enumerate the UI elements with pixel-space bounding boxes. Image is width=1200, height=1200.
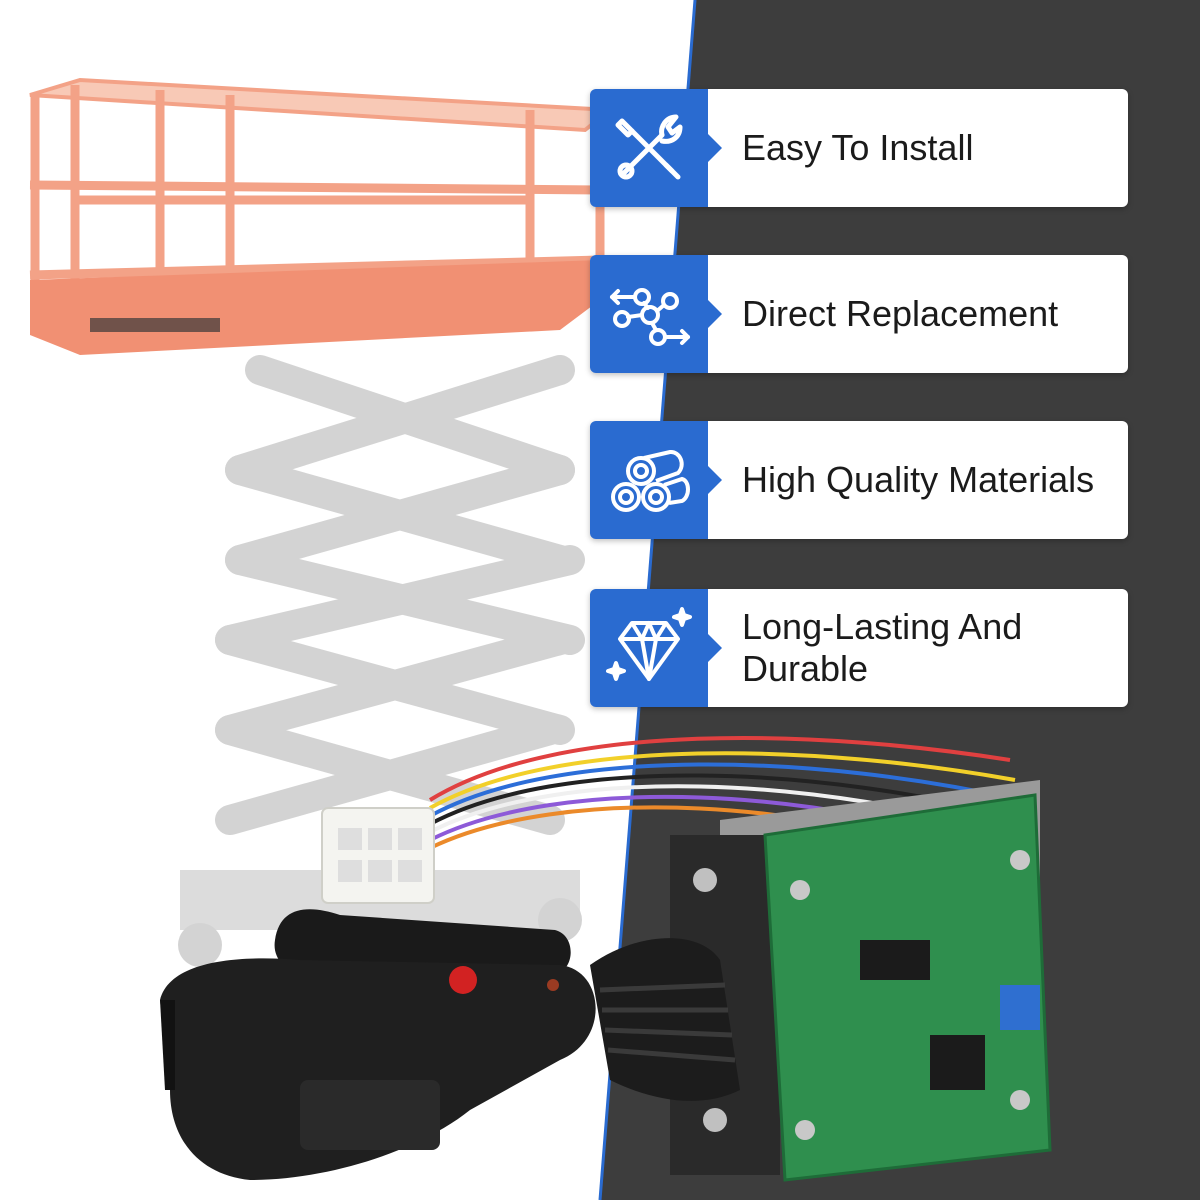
joystick-boot — [590, 938, 740, 1101]
diamond-icon — [606, 607, 692, 681]
feature-icon-box — [590, 255, 722, 373]
wrench-screwdriver-icon — [615, 114, 683, 180]
feature-icon-box — [590, 421, 722, 539]
lift-deck-stripe — [90, 318, 220, 332]
feature-label: Long-Lasting And Durable — [742, 606, 1023, 689]
feature-label: High Quality Materials — [742, 459, 1095, 500]
pipes-icon — [611, 450, 690, 512]
lift-scissor-arms — [215, 355, 585, 835]
wire-connector — [321, 807, 435, 904]
feature-card-easy-install: Easy To Install — [590, 89, 1128, 207]
joystick-controller-board — [670, 780, 1052, 1182]
lift-wheel-icon — [178, 923, 222, 967]
feature-icon-box — [590, 589, 722, 707]
handle-grip-texture — [300, 1080, 440, 1150]
feature-label: Easy To Install — [742, 127, 974, 168]
feature-label: Direct Replacement — [742, 293, 1059, 334]
trigger-button — [449, 966, 477, 994]
network-arrows-icon — [610, 288, 690, 346]
feature-card-high-quality-materials: High Quality Materials — [590, 421, 1128, 539]
joystick-handle — [160, 909, 596, 1180]
indicator-light — [547, 979, 559, 991]
feature-card-long-lasting: Long-Lasting And Durable — [590, 589, 1128, 707]
feature-card-direct-replacement: Direct Replacement — [590, 255, 1128, 373]
feature-icon-box — [590, 89, 722, 207]
